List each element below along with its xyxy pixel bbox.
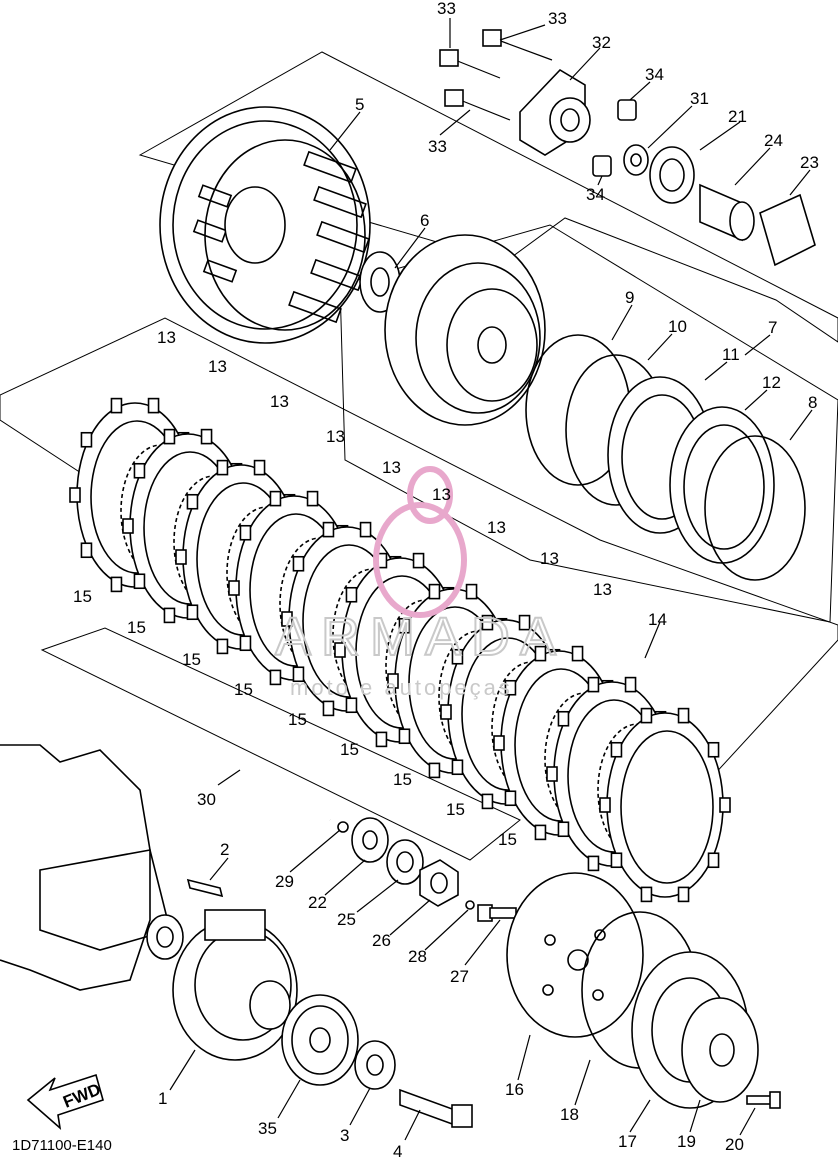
wire-circlip-8 xyxy=(704,435,806,581)
ball-29 xyxy=(337,821,349,833)
diagram-code: 1D71100-E140 xyxy=(12,1137,112,1154)
fwd-arrow: FWD xyxy=(26,1073,104,1131)
part-labels: 5 6 9 10 7 11 12 8 33 33 33 32 34 34 31 … xyxy=(73,0,819,1161)
collars-34 xyxy=(592,99,637,177)
label-2: 2 xyxy=(220,840,229,859)
screw-20 xyxy=(746,1091,781,1109)
label-24: 24 xyxy=(764,131,783,150)
label-25: 25 xyxy=(337,910,356,929)
push-rod xyxy=(61,663,331,822)
clutch-housing xyxy=(159,106,371,344)
label-13-e: 13 xyxy=(382,458,401,477)
bolt-4 xyxy=(399,1088,473,1128)
label-13-a: 13 xyxy=(157,328,176,347)
clutch-plate-stack xyxy=(69,397,731,903)
clutch-boss xyxy=(384,234,546,426)
label-10: 10 xyxy=(668,317,687,336)
label-28: 28 xyxy=(408,947,427,966)
key-2 xyxy=(186,878,224,898)
watermark: ARMADA moto e autopeças xyxy=(274,466,566,700)
label-3: 3 xyxy=(340,1126,349,1145)
label-15-i: 15 xyxy=(498,830,517,849)
label-19: 19 xyxy=(677,1132,696,1151)
bolt-27 xyxy=(477,904,517,922)
washer-22 xyxy=(351,817,389,863)
friction-plate xyxy=(599,707,731,903)
label-13-f: 13 xyxy=(432,485,451,504)
label-23: 23 xyxy=(800,153,819,172)
label-15-e: 15 xyxy=(288,710,307,729)
label-13-i: 13 xyxy=(593,580,612,599)
label-32: 32 xyxy=(592,33,611,52)
label-27: 27 xyxy=(450,967,469,986)
needle-bearing-23 xyxy=(759,193,816,267)
label-15-c: 15 xyxy=(182,650,201,669)
group-outline-pushrod xyxy=(40,627,521,861)
oil-seal-21 xyxy=(649,146,695,204)
label-22: 22 xyxy=(308,893,327,912)
bolts-33 xyxy=(439,29,553,121)
label-13-b: 13 xyxy=(208,357,227,376)
label-31: 31 xyxy=(690,89,709,108)
leader-lines xyxy=(169,18,813,1141)
sprocket-35 xyxy=(281,994,359,1086)
label-13-g: 13 xyxy=(487,518,506,537)
label-17: 17 xyxy=(618,1132,637,1151)
label-14: 14 xyxy=(648,610,667,629)
label-13-c: 13 xyxy=(270,392,289,411)
clutch-plate-12 xyxy=(669,406,775,564)
crankcase-outline xyxy=(0,744,184,991)
label-13-h: 13 xyxy=(540,549,559,568)
label-30: 30 xyxy=(197,790,216,809)
o-ring-28 xyxy=(465,900,475,910)
label-4: 4 xyxy=(393,1142,402,1158)
label-15-g: 15 xyxy=(393,770,412,789)
label-13-d: 13 xyxy=(326,427,345,446)
label-20: 20 xyxy=(725,1135,744,1154)
washer-3 xyxy=(354,1040,396,1090)
label-8: 8 xyxy=(808,393,817,412)
label-12: 12 xyxy=(762,373,781,392)
label-9: 9 xyxy=(625,288,634,307)
label-18: 18 xyxy=(560,1105,579,1124)
label-33-right: 33 xyxy=(548,9,567,28)
washer-31 xyxy=(623,144,649,176)
label-15-b: 15 xyxy=(127,618,146,637)
nut-26 xyxy=(419,859,459,907)
watermark-brand: ARMADA xyxy=(275,607,566,667)
oil-pump-cover-16 xyxy=(506,872,644,1038)
label-33-top: 33 xyxy=(437,0,456,18)
rotor-19 xyxy=(681,997,759,1103)
label-1: 1 xyxy=(158,1089,167,1108)
label-21: 21 xyxy=(728,107,747,126)
label-15-a: 15 xyxy=(73,587,92,606)
label-16: 16 xyxy=(505,1080,524,1099)
label-15-f: 15 xyxy=(340,740,359,759)
label-15-d: 15 xyxy=(234,680,253,699)
label-7: 7 xyxy=(768,318,777,337)
label-35: 35 xyxy=(258,1119,277,1138)
push-lever-assembly xyxy=(519,68,591,156)
label-15-h: 15 xyxy=(446,800,465,819)
group-outline-upper xyxy=(138,51,838,343)
label-34-top: 34 xyxy=(645,65,664,84)
label-33-left: 33 xyxy=(428,137,447,156)
primary-drive-gear xyxy=(172,909,298,1061)
lock-washer-25 xyxy=(386,839,424,885)
label-6: 6 xyxy=(420,211,429,230)
watermark-tagline: moto e autopeças xyxy=(290,675,513,700)
label-5: 5 xyxy=(355,95,364,114)
label-34-bottom: 34 xyxy=(586,185,605,204)
label-29: 29 xyxy=(275,872,294,891)
bushing-24 xyxy=(699,183,755,242)
label-11: 11 xyxy=(722,345,740,364)
label-26: 26 xyxy=(372,931,391,950)
